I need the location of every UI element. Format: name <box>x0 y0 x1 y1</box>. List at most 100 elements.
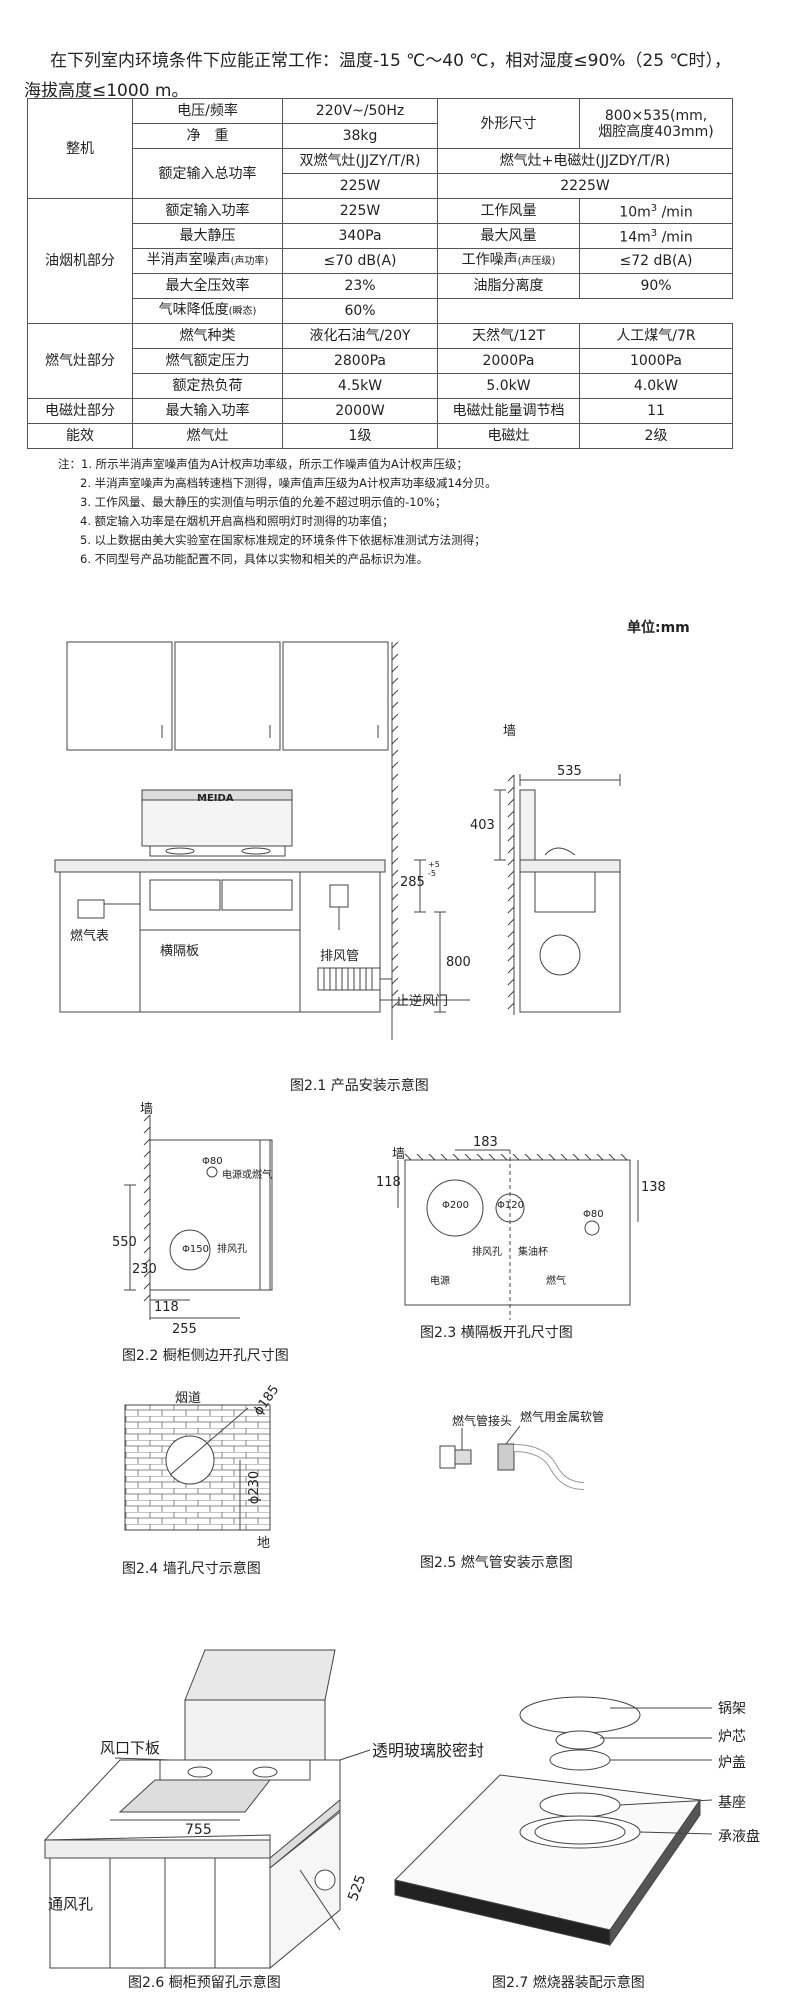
caption-2-2: 图2.2 橱柜侧边开孔尺寸图 <box>122 1348 289 1364</box>
group-efficiency: 能效 <box>27 423 133 449</box>
fig6-vent-hole: 通风孔 <box>48 1895 94 1913</box>
fig2-dim-118: 118 <box>154 1300 179 1315</box>
note-line: 5. 以上数据由美大实验室在国家标准规定的环境条件下依据标准测试方法测得； <box>80 533 486 547</box>
fig2-d80: Φ80 <box>202 1156 223 1167</box>
fig3-gas: 燃气 <box>546 1276 566 1287</box>
power-a-value: 225W <box>282 173 438 199</box>
size-value: 800×535(mm,烟腔高度403mm) <box>579 98 733 149</box>
fig3-d80: Φ80 <box>583 1209 604 1220</box>
efficiency-label: 电磁灶 <box>437 423 580 449</box>
fig4-flue: 烟道 <box>175 1391 202 1406</box>
gas-meter-label: 燃气表 <box>70 929 110 944</box>
hood-label: 工作噪声(声压级) <box>437 248 580 274</box>
caption-2-1: 图2.1 产品安装示意图 <box>290 1078 429 1094</box>
dim-800: 800 <box>446 955 471 970</box>
hood-value: 14m3 /min <box>579 223 733 249</box>
fig3-exhaust-hole: 排风孔 <box>472 1247 502 1258</box>
fig2-d150: Φ150 <box>182 1244 209 1255</box>
hood-value: 90% <box>579 273 733 299</box>
note-line: 3. 工作风量、最大静压的实测值与明示值的允差不超过明示值的-10%； <box>80 495 447 509</box>
fig3-dim-118: 118 <box>376 1175 401 1190</box>
fig7-pot-rack: 锅架 <box>718 1701 746 1717</box>
hood-value: 23% <box>282 273 438 299</box>
weight-label: 净 重 <box>132 123 283 149</box>
fig2-exhaust-hole: 排风孔 <box>217 1244 247 1255</box>
voltage-value: 220V~/50Hz <box>282 98 438 124</box>
hood-label: 油脂分离度 <box>437 273 580 299</box>
total-power-label: 额定输入总功率 <box>132 148 283 199</box>
fig7-tray: 承液盘 <box>718 1829 760 1845</box>
note-line: 4. 额定输入功率是在烟机开启高档和照明灯时测得的功率值； <box>80 514 394 528</box>
dim-285-tolerance: +5 -5 <box>428 860 440 878</box>
intro-text: 在下列室内环境条件下应能正常工作：温度-15 ℃～40 ℃，相对湿度≤90%（2… <box>24 46 784 106</box>
note-line: 6. 不同型号产品功能配置不同，具体以实物和相关的产品标识为准。 <box>80 552 429 566</box>
fig2-dim-550: 550 <box>112 1235 137 1250</box>
partition-label: 横隔板 <box>160 944 200 959</box>
group-stove: 燃气灶部分 <box>27 323 133 399</box>
hood-value: 10m3 /min <box>579 198 733 224</box>
stove-label: 额定热负荷 <box>132 373 283 399</box>
caption-2-6: 图2.6 橱柜预留孔示意图 <box>128 1975 281 1991</box>
stove-label: 燃气额定压力 <box>132 348 283 374</box>
fig2-power-gas: 电源或燃气 <box>222 1170 272 1181</box>
fig2-dim-230: 230 <box>132 1262 157 1277</box>
group-whole: 整机 <box>27 98 133 199</box>
fig7-core: 炉芯 <box>718 1729 746 1745</box>
notes: 注：1. 所示半消声室噪声值为A计权声功率级，所示工作噪声值为A计权声压级； 2… <box>58 455 758 569</box>
size-label: 外形尺寸 <box>437 98 580 149</box>
stove-value: 液化石油气/20Y <box>282 323 438 349</box>
check-valve-label: 止逆风门 <box>396 994 449 1009</box>
dim-285: 285 <box>400 875 425 890</box>
spec-table: 整机 电压/频率 220V~/50Hz 外形尺寸 800×535(mm,烟腔高度… <box>27 98 733 449</box>
stove-value: 2800Pa <box>282 348 438 374</box>
fig3-oil-cup: 集油杯 <box>518 1247 548 1258</box>
fig2-wall-label: 墙 <box>140 1102 154 1117</box>
fig3-power: 电源 <box>430 1276 450 1287</box>
caption-2-4: 图2.4 墙孔尺寸示意图 <box>122 1561 261 1577</box>
induction-label: 最大输入功率 <box>132 398 283 424</box>
stove-value: 1000Pa <box>579 348 733 374</box>
caption-2-3: 图2.3 横隔板开孔尺寸图 <box>420 1325 573 1341</box>
group-induction: 电磁灶部分 <box>27 398 133 424</box>
fig6-dim-755: 755 <box>185 1822 212 1838</box>
stove-value: 5.0kW <box>437 373 580 399</box>
fig3-d200: Φ200 <box>442 1200 469 1211</box>
fig4-ground: 地 <box>257 1536 271 1551</box>
unit-label: 单位:mm <box>627 620 690 636</box>
efficiency-label: 燃气灶 <box>132 423 283 449</box>
wall-label: 墙 <box>503 724 517 739</box>
caption-2-7: 图2.7 燃烧器装配示意图 <box>492 1975 645 1991</box>
fig7-cover: 炉盖 <box>718 1755 746 1771</box>
stove-value: 天然气/12T <box>437 323 580 349</box>
intro-line-2: 海拔高度≤1000 m。 <box>24 81 189 101</box>
fig6-glass-seal: 透明玻璃胶密封 <box>372 1741 485 1760</box>
hood-label: 最大静压 <box>132 223 283 249</box>
fig7-base: 基座 <box>718 1795 746 1811</box>
fig2-dim-255: 255 <box>172 1322 197 1337</box>
weight-value: 38kg <box>282 123 438 149</box>
fig5-gas-hose: 燃气用金属软管 <box>520 1410 605 1424</box>
fig3-dim-138: 138 <box>641 1180 666 1195</box>
brand-logo: MEIDA <box>197 793 234 804</box>
caption-2-5: 图2.5 燃气管安装示意图 <box>420 1555 573 1571</box>
hood-label: 半消声室噪声(声功率) <box>132 248 283 274</box>
fig5-gas-joint: 燃气管接头 <box>452 1414 513 1428</box>
intro-line-1: 在下列室内环境条件下应能正常工作：温度-15 ℃～40 ℃，相对湿度≤90%（2… <box>50 51 732 71</box>
note-line: 注：1. 所示半消声室噪声值为A计权声功率级，所示工作噪声值为A计权声压级； <box>58 457 468 471</box>
dim-535: 535 <box>557 764 582 779</box>
power-b-value: 2225W <box>437 173 733 199</box>
efficiency-value: 2级 <box>579 423 733 449</box>
group-hood: 油烟机部分 <box>27 198 133 324</box>
hood-label: 最大风量 <box>437 223 580 249</box>
fig3-wall-label: 墙 <box>392 1147 406 1162</box>
efficiency-value: 1级 <box>282 423 438 449</box>
dim-403: 403 <box>470 818 495 833</box>
fig3-d120: Φ120 <box>497 1200 524 1211</box>
empty-cell <box>437 298 733 324</box>
